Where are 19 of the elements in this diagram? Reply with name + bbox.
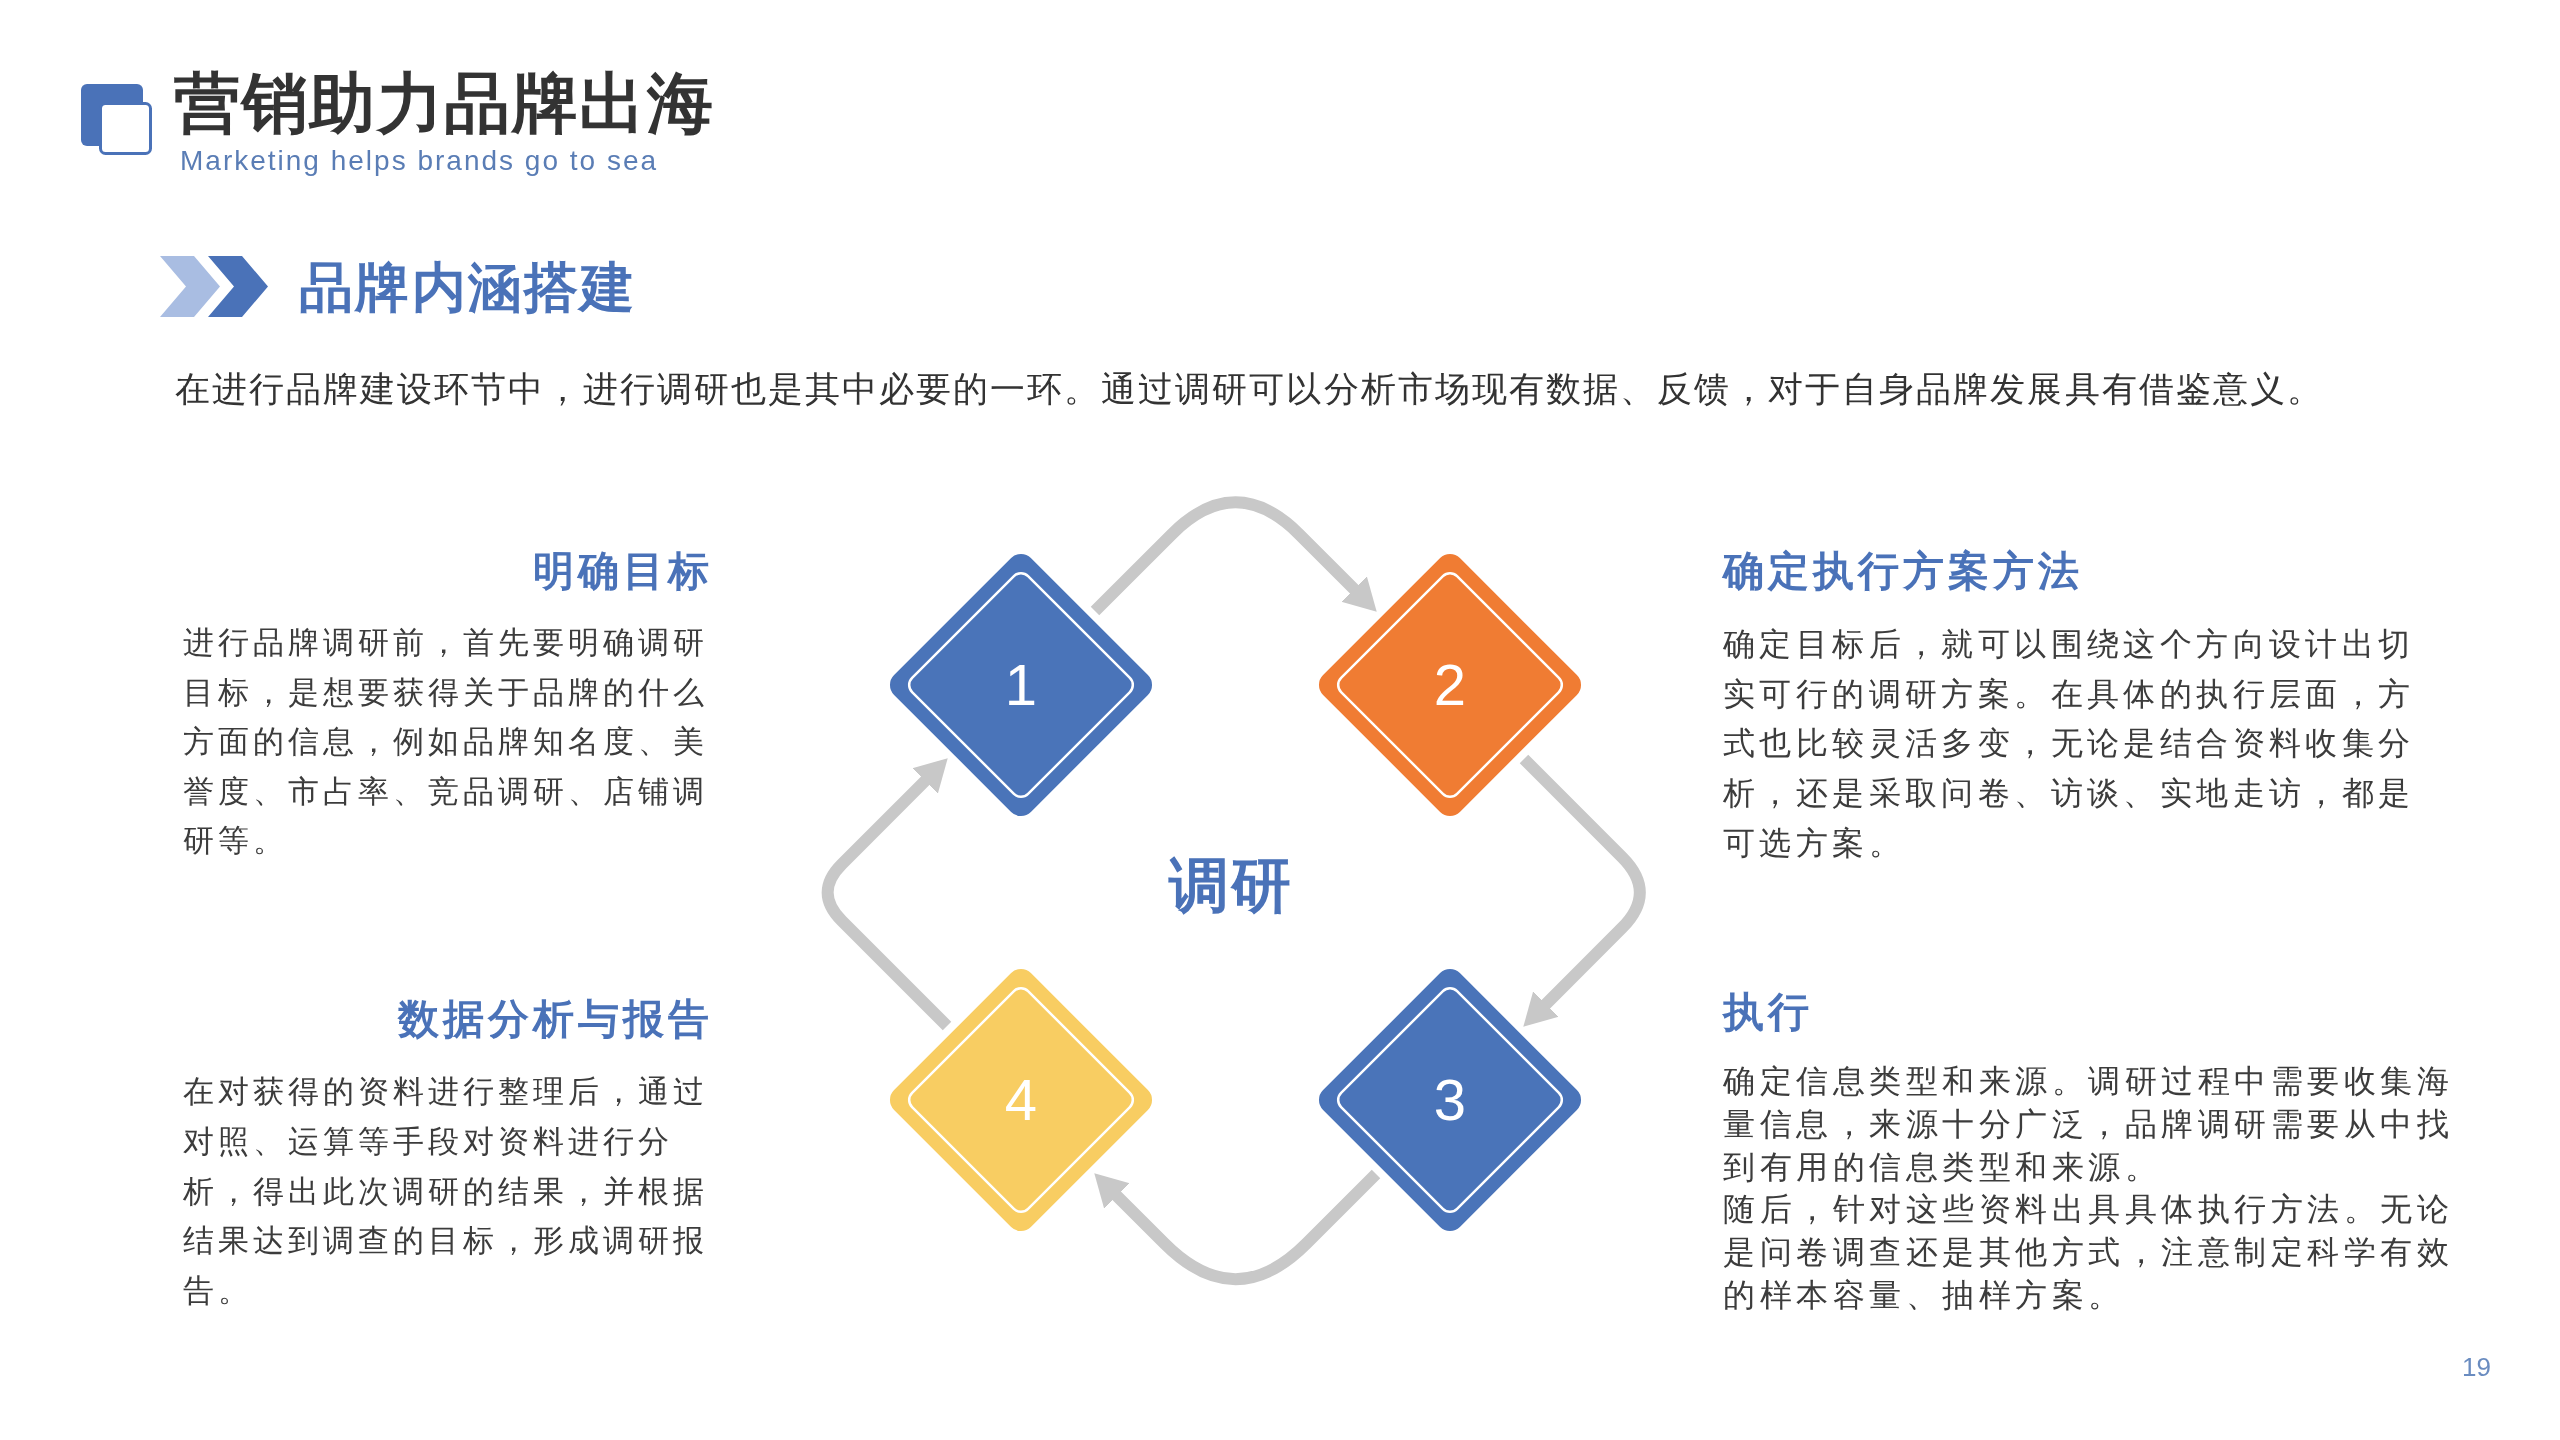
page-number: 19	[2462, 1352, 2491, 1382]
step-description: 在对获得的资料进行整理后，通过对照、运算等手段对资料进行分析，得出此次调研的结果，并根据结果达到调查的目标，形成调研报告。	[183, 1072, 709, 1311]
step-heading: 数据分析与报告	[396, 994, 713, 1044]
center-label: 调研	[1167, 850, 1294, 920]
step-number: 1	[1004, 656, 1038, 714]
intro-paragraph: 在进行品牌建设环节中，进行调研也是其中必要的一环。通过调研可以分析市场现有数据、反馈，对于自身品牌发展具有借鉴意义。	[175, 368, 2324, 410]
step-description: 确定目标后，就可以围绕这个方向设计出切实可行的调研方案。在具体的执行层面，方式也比较灵活多变，无论是结合资料收集分析，还是采取问卷、访谈、实地走访，都是可选方案。	[1723, 624, 2416, 864]
page-title: 营销助力品牌出海	[174, 69, 714, 139]
step-number: 3	[1433, 1071, 1467, 1129]
step-heading: 明确目标	[532, 546, 713, 596]
step-number: 2	[1433, 656, 1467, 714]
step-number: 4	[1004, 1071, 1038, 1129]
step-heading: 确定执行方案方法	[1723, 546, 2084, 596]
section-heading: 品牌内涵搭建	[299, 257, 637, 319]
step-heading: 执行	[1723, 987, 1814, 1037]
step-description: 进行品牌调研前，首先要明确调研目标，是想要获得关于品牌的什么方面的信息，例如品牌知名度、美誉度、市占率、竞品调研、店铺调研等。	[183, 623, 709, 860]
step-description: 确定信息类型和来源。调研过程中需要收集海量信息，来源十分广泛，品牌调研需要从中找到有用的信息类型和来源。	[1723, 1061, 2454, 1188]
page-subtitle: Marketing helps brands go to sea	[180, 145, 659, 177]
step-description: 随后，针对这些资料出具具体执行方法。无论是问卷调查还是其他方式，注意制定科学有效的样本容量、抽样方案。	[1723, 1189, 2454, 1316]
